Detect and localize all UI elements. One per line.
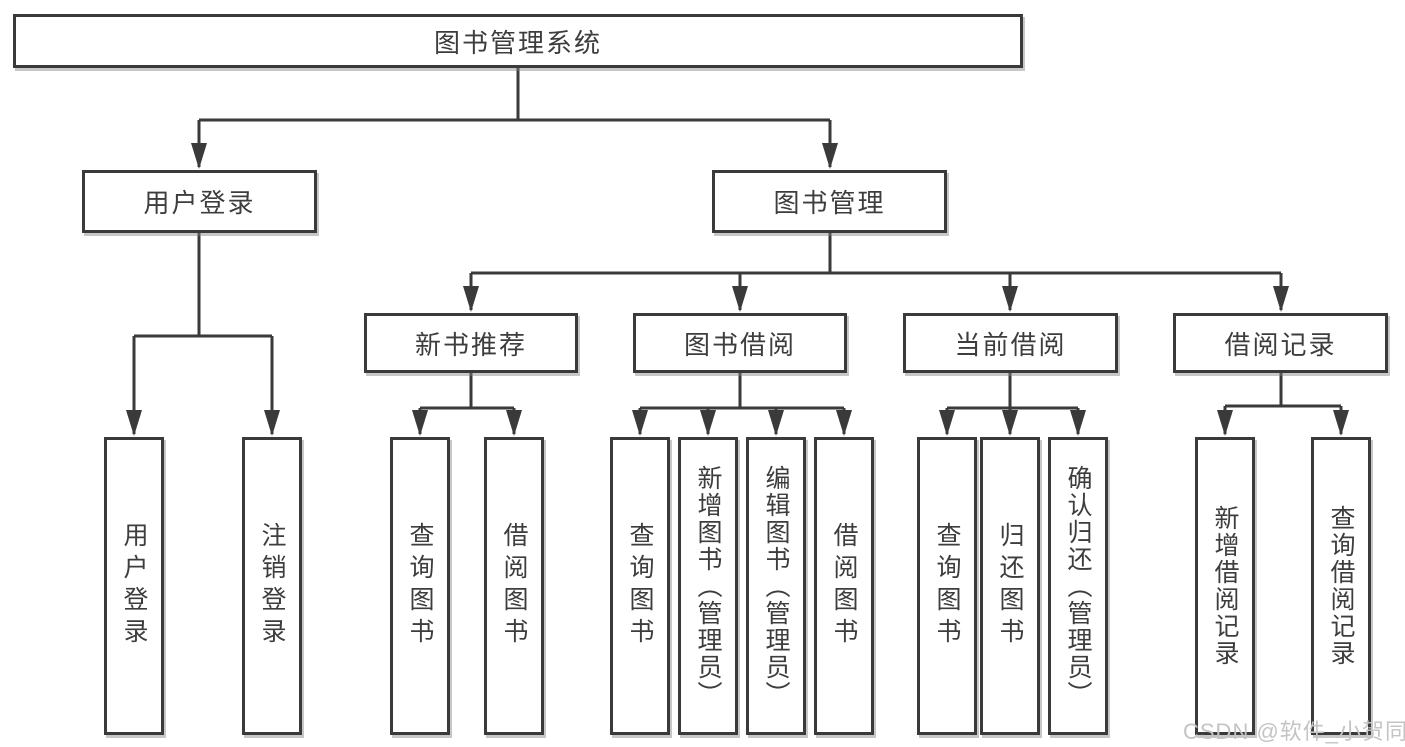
node-borrowing-records: 借阅记录 bbox=[1173, 313, 1388, 373]
leaf-borrow-books-borrowing: 借阅图书 bbox=[814, 437, 874, 735]
leaf-query-books-recommend: 查询图书 bbox=[390, 437, 450, 735]
leaf-add-books-admin: 新增图书（管理员） bbox=[678, 437, 738, 735]
leaf-query-books-borrowing: 查询图书 bbox=[610, 437, 670, 735]
node-user-login: 用户登录 bbox=[82, 170, 317, 233]
watermark: CSDN @软件_小贺同学 bbox=[1183, 719, 1405, 744]
leaf-user-login: 用户登录 bbox=[104, 437, 164, 735]
leaf-query-books-current: 查询图书 bbox=[917, 437, 977, 735]
leaf-query-borrow-record: 查询借阅记录 bbox=[1311, 437, 1371, 735]
leaf-edit-books-admin: 编辑图书（管理员） bbox=[746, 437, 806, 735]
node-book-borrowing: 图书借阅 bbox=[633, 313, 847, 373]
leaf-add-borrow-record: 新增借阅记录 bbox=[1195, 437, 1255, 735]
node-library-system: 图书管理系统 bbox=[13, 14, 1023, 68]
node-current-borrowing: 当前借阅 bbox=[903, 313, 1118, 373]
leaf-return-books: 归还图书 bbox=[980, 437, 1040, 735]
leaf-borrow-books-recommend: 借阅图书 bbox=[484, 437, 544, 735]
leaf-confirm-return-admin: 确认归还（管理员） bbox=[1048, 437, 1108, 735]
node-book-management: 图书管理 bbox=[712, 170, 947, 233]
leaf-logout: 注销登录 bbox=[242, 437, 302, 735]
node-new-book-recommendation: 新书推荐 bbox=[364, 313, 578, 373]
